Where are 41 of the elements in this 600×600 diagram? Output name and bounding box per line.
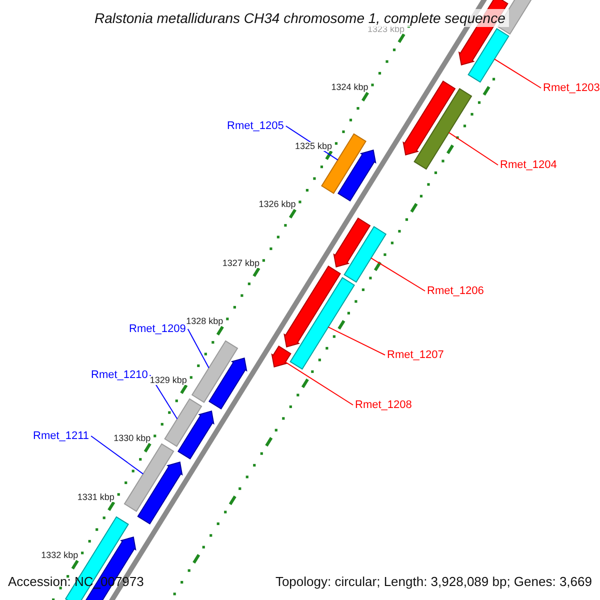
gene-label: Rmet_1211 [33, 430, 90, 442]
gene-label: Rmet_1203 [543, 82, 600, 94]
gene-feature [137, 461, 183, 524]
gene-feature [271, 346, 292, 368]
leader-line [494, 58, 542, 88]
gene-label: Rmet_1209 [129, 324, 186, 334]
tick-label: 1327 kbp [222, 258, 260, 268]
gene-label: Rmet_1204 [500, 160, 557, 170]
tick-label: 1325 kbp [294, 142, 332, 151]
gene-label: Rmet_1206 [427, 286, 484, 296]
gene-feature [468, 28, 510, 83]
leader-line [370, 258, 426, 292]
tick-label: 1332 kbp [41, 551, 78, 560]
gene-feature [164, 398, 202, 447]
leader-line [90, 436, 144, 474]
tick-label: 1329 kbp [150, 376, 187, 385]
gene-label: Rmet_1208 [355, 400, 412, 410]
summary-text: Topology: circular; Length: 3,928,089 bp; Genes: 3,669 [275, 575, 592, 588]
tick-label: 1324 kbp [331, 83, 368, 92]
gene-feature [178, 410, 214, 460]
gene-label: Rmet_1205 [227, 120, 284, 132]
gene-feature [344, 226, 387, 283]
gene-feature [338, 149, 376, 202]
leader-line [284, 362, 354, 406]
gene-feature [414, 88, 472, 170]
leader-line [448, 132, 498, 166]
accession-text: Accession: NC_007973 [8, 575, 144, 588]
tick-label: 1330 kbp [114, 434, 151, 444]
gene-feature [284, 266, 341, 348]
gene-feature [290, 277, 355, 370]
tick-label: 1326 kbp [258, 200, 296, 210]
tick-label: 1328 kbp [186, 317, 224, 326]
gene-feature [124, 443, 174, 512]
gene-feature [208, 357, 248, 410]
gene-feature [191, 340, 238, 403]
gene-feature [333, 218, 371, 268]
gene-feature [402, 80, 456, 156]
gene-label: Rmet_1210 [91, 370, 148, 380]
tick-label: 1331 kbp [77, 492, 114, 502]
gene-label: Rmet_1207 [387, 350, 444, 360]
leader-line [328, 326, 386, 356]
